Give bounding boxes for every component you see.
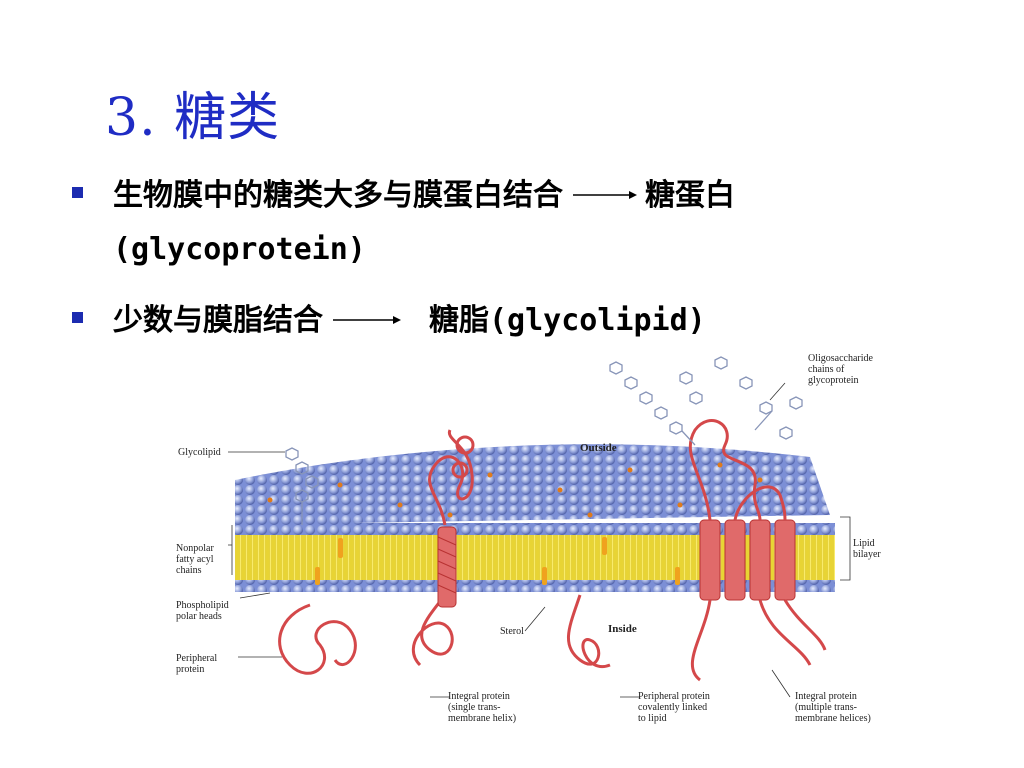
bullet-text-1: 生物膜中的糖类大多与膜蛋白结合 (113, 178, 563, 213)
sterol-label: Sterol (500, 626, 524, 637)
bullet-square-icon (72, 311, 83, 323)
inside-label: Inside (608, 623, 637, 635)
bullet-square-icon (72, 186, 83, 198)
slide-title: 3. 糖类 (105, 88, 281, 148)
nonpolar-label: Nonpolar fatty acyl chains (176, 543, 214, 576)
glycolipid-label: Glycolipid (178, 447, 221, 458)
integral-single-label: Integral protein (single trans- membrane… (448, 691, 517, 724)
peripheral-lipid-label: Peripheral protein covalently linked to … (638, 691, 710, 724)
oligosaccharide-label: Oligosaccharide chains of glycoprotein (808, 353, 873, 386)
outside-label: Outside (580, 442, 617, 454)
arrow-right-icon (333, 316, 401, 324)
arrow-right-icon (573, 191, 637, 199)
bullet-continuation-1: (glycoprotein) (113, 232, 366, 267)
lipid-bilayer-label: Lipid bilayer (853, 538, 881, 560)
bullet-text-2: 少数与膜脂结合 (113, 303, 323, 338)
bullet-item-1: 生物膜中的糖类大多与膜蛋白结合 糖蛋白 (72, 170, 735, 214)
bullet-result-2: 糖脂(glycolipid) (429, 303, 706, 338)
phospholipid-label: Phospholipid polar heads (176, 600, 229, 622)
bullet-result-1: 糖蛋白 (645, 178, 735, 213)
integral-multi-label: Integral protein (multiple trans- membra… (795, 691, 871, 724)
peripheral-protein-label: Peripheral protein (176, 653, 218, 675)
bullet-item-2: 少数与膜脂结合 糖脂(glycolipid) (72, 295, 706, 339)
membrane-diagram: Oligosaccharide chains of glycoprotein G… (160, 345, 900, 730)
membrane-illustration (228, 356, 851, 698)
